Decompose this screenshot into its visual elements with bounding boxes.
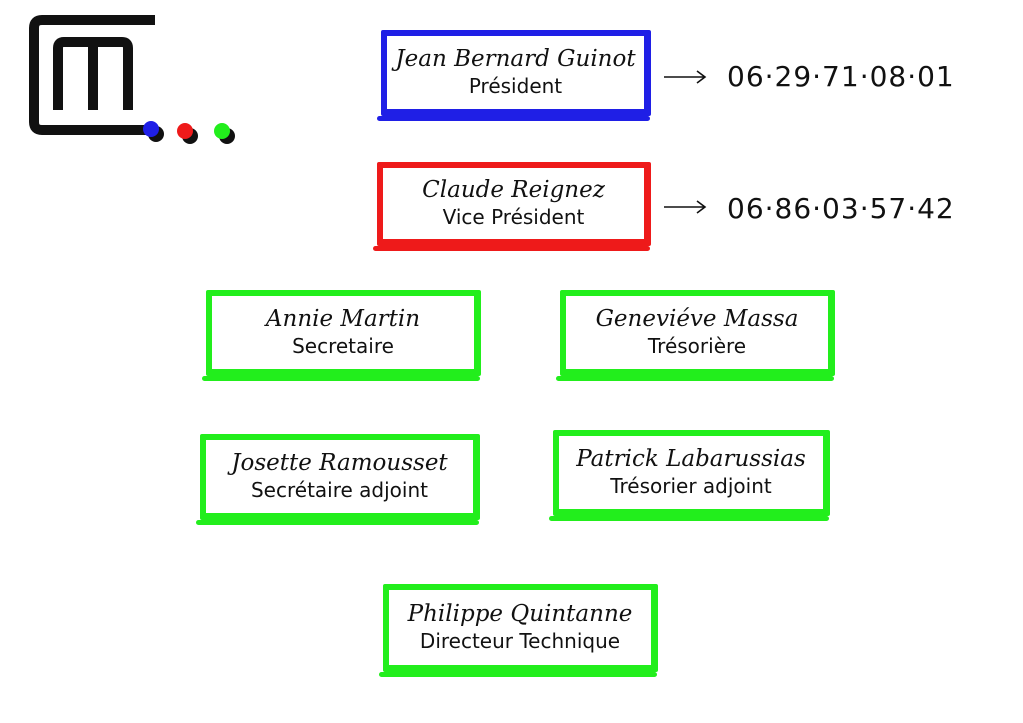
president-role: Président: [468, 74, 563, 99]
deputy-treasurer-role: Trésorier adjoint: [610, 474, 772, 499]
secretary-role: Secretaire: [292, 334, 394, 359]
treasurer-name: Geneviéve Massa: [595, 305, 799, 332]
president-name: Jean Bernard Guinot: [395, 45, 636, 72]
technical-director-name: Philippe Quintanne: [407, 600, 633, 627]
technical-director-box: Philippe Quintanne Directeur Technique: [379, 584, 658, 677]
president-phone: 06·29·71·08·01: [727, 60, 955, 93]
blue-dot-icon: [143, 121, 159, 137]
deputy-treasurer-name: Patrick Labarussias: [576, 445, 806, 472]
president-arrow-icon: [663, 70, 707, 84]
vice-president-box: Claude Reignez Vice Président: [373, 162, 651, 251]
deputy-treasurer-box: Patrick Labarussias Trésorier adjoint: [549, 430, 830, 521]
treasurer-role: Trésorière: [647, 334, 747, 359]
green-dot-icon: [214, 123, 230, 139]
secretary-name: Annie Martin: [265, 305, 421, 332]
logo: [28, 14, 238, 149]
vice-president-phone: 06·86·03·57·42: [727, 192, 955, 225]
red-dot-icon: [177, 123, 193, 139]
vice-president-role: Vice Président: [442, 205, 585, 230]
m-logo-icon: [29, 15, 235, 144]
deputy-secretary-box: Josette Ramousset Secrétaire adjoint: [196, 434, 480, 525]
technical-director-role: Directeur Technique: [419, 629, 621, 654]
deputy-secretary-name: Josette Ramousset: [231, 449, 448, 476]
deputy-secretary-role: Secrétaire adjoint: [250, 478, 428, 503]
vice-president-arrow-icon: [663, 200, 707, 214]
president-box: Jean Bernard Guinot Président: [377, 30, 651, 121]
treasurer-box: Geneviéve Massa Trésorière: [556, 290, 835, 381]
secretary-box: Annie Martin Secretaire: [202, 290, 481, 381]
vice-president-name: Claude Reignez: [422, 176, 605, 203]
